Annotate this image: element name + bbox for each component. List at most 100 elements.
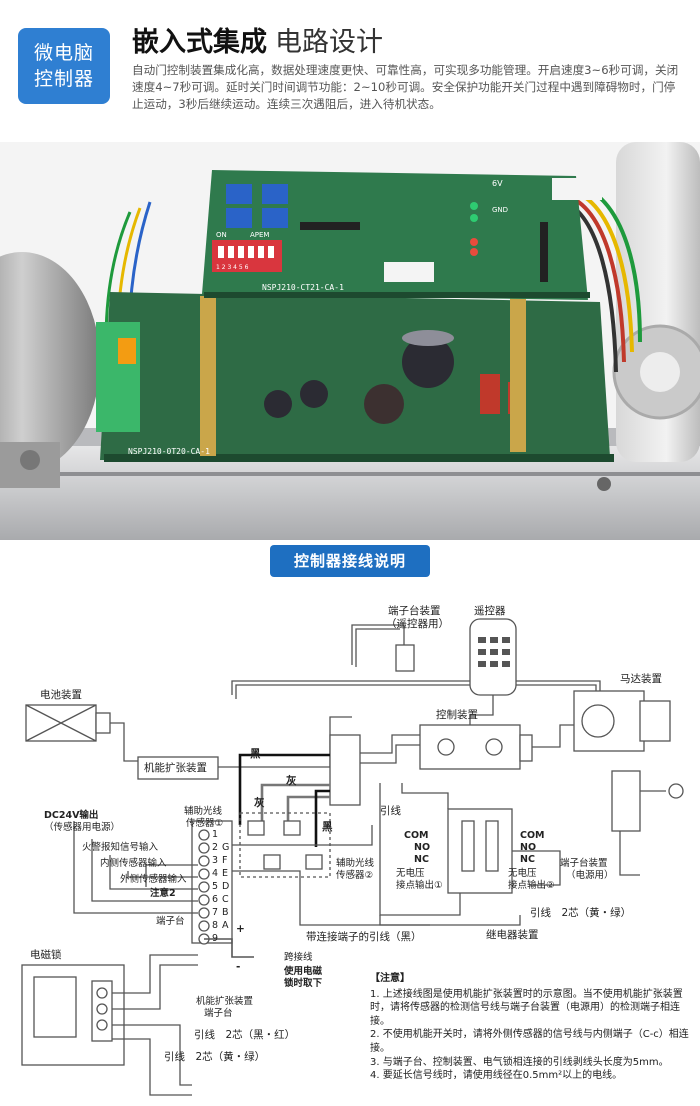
title-bold: 嵌入式集成 [132, 27, 267, 58]
screw-icon [597, 477, 611, 491]
notes-section: 【注意】 1. 上述接线图是使用机能扩张装置时的示意图。当不使用机能扩张装置时，… [370, 972, 692, 1083]
terminal-number: 7 [212, 907, 219, 918]
label-nc-2: NC [520, 854, 535, 865]
harness-connector [329, 734, 361, 806]
connector [552, 178, 602, 200]
label-battery-device: 电池装置 [40, 689, 82, 701]
label-func-expand-device: 机能扩张装置 [144, 762, 207, 774]
capacitor-icon [300, 380, 328, 408]
label-dry-out1-l2: 接点输出① [396, 880, 443, 891]
standoff [200, 296, 216, 456]
terminal-number: 5 [212, 881, 219, 892]
terminal-number: 2 [212, 842, 219, 853]
dip-numbers: 1 2 3 4 5 6 [216, 264, 249, 271]
label-emag-lock: 电磁锁 [30, 949, 62, 961]
label-terminal-block-remote-sub: （遥控器用） [386, 618, 449, 630]
label-motor-device: 马达装置 [620, 673, 662, 685]
terminal-number: 4 [212, 868, 219, 879]
label-fire-input: 火警报知信号输入 [82, 842, 159, 853]
controller-device [419, 724, 521, 770]
label-apem: APEM [250, 231, 269, 239]
label-jumper: 跨接线 [284, 952, 313, 963]
label-aux-sensor-2-l2: 传感器② [336, 870, 374, 881]
badge-line1: 微电脑 [33, 42, 94, 64]
capacitor-icon [264, 390, 292, 418]
potentiometer-icon [226, 184, 252, 204]
label-dry-out2-l2: 接点输出② [508, 880, 555, 891]
label-gray-1: 灰 [286, 775, 297, 787]
led-icon [470, 248, 478, 256]
wiring-lines [21, 618, 684, 1096]
label-lead-2core-br: 引线 2芯（黑・红） [194, 1029, 296, 1041]
terminal-number: 6 [212, 894, 219, 905]
terminal-letter: F [222, 855, 228, 866]
board-label-bottom: NSPJ210-0T20-CA-1 [128, 447, 210, 456]
controller-board-illustration: ON APEM 1 2 3 4 5 6 6V GND NSPJ210-CT21-… [0, 142, 700, 540]
label-func-expand-l2: 端子台 [204, 1008, 233, 1019]
note-item: 3. 与端子台、控制装置、电气锁相连接的引线剥线头长度为5mm。 [370, 1056, 669, 1068]
label-relay-device: 继电器装置 [486, 929, 539, 941]
capacitor-icon [364, 384, 404, 424]
label-on: ON [216, 231, 227, 239]
remote-icon [469, 618, 517, 696]
label-black-2: 黑 [322, 821, 333, 833]
controller-photo: ON APEM 1 2 3 4 5 6 6V GND NSPJ210-CT21-… [0, 142, 700, 540]
intro-text: 自动门控制装置集成化高，数据处理速度更快、可靠性高，可实现多功能管理。开启速度3… [132, 63, 679, 111]
label-com-1: COM [404, 830, 429, 841]
label-inner-sensor: 内侧传感器输入 [100, 858, 167, 869]
label-lead-wire: 引线 [380, 805, 401, 817]
label-dry-out2-l1: 无电压 [508, 868, 537, 879]
terminal-number: 1 [212, 829, 219, 840]
aux-sensor-2-connector [305, 854, 323, 870]
note-item: 4. 要延长信号线时，请使用线径在0.5mm²以上的电线。 [370, 1070, 623, 1082]
label-outer-sensor: 外侧传感器输入 [120, 874, 187, 885]
page-title: 嵌入式集成电路设计 [132, 26, 383, 60]
aux-sensor-1-connector [283, 820, 301, 836]
label-aux-sensor-2-l1: 辅助光线 [336, 858, 375, 869]
label-black-1: 黑 [250, 748, 261, 760]
section-title: 控制器接线说明 [270, 545, 430, 577]
title-light: 电路设计 [275, 27, 383, 58]
label-remote: 遥控器 [474, 605, 506, 617]
label-gnd: GND [492, 206, 508, 214]
notes-title: 【注意】 [370, 973, 410, 984]
upper-pcb [202, 170, 588, 300]
label-power-terminal-block-sub: （电源用） [566, 870, 614, 881]
label-func-expand-l1: 机能扩张装置 [196, 996, 254, 1007]
label-aux-sensor-1-l1: 辅助光线 [184, 806, 223, 817]
led-icon [470, 238, 478, 246]
led-icon [470, 214, 478, 222]
terminal-letter: G [222, 842, 230, 853]
label-lead-with-terminal: 带连接端子的引线（黑） [306, 931, 422, 943]
label-gray-2: 灰 [254, 797, 265, 809]
terminal-letter: B [222, 907, 229, 918]
badge-line2: 控制器 [33, 68, 94, 90]
wiring-diagram: 端子台装置 （遥控器用） 遥控器 马达装置 电池装置 机能扩张装置 控制装置 黑… [0, 585, 700, 1106]
label-lead-2core-yg2: 引线 2芯（黄・绿） [164, 1051, 266, 1063]
label-terminal-block-remote: 端子台装置 [388, 605, 441, 617]
label-6v: 6V [492, 179, 503, 188]
label-no-2: NO [520, 842, 537, 853]
label-power-terminal-block: 端子台装置 [560, 858, 608, 869]
terminal-letter: E [222, 868, 229, 879]
expansion-terminal-block [191, 820, 233, 944]
label-aux-sensor-1-l2: 传感器① [186, 818, 224, 829]
terminal-number: 8 [212, 920, 219, 931]
capacitor-icon [402, 336, 454, 388]
label-note-2: 注意2 [150, 888, 176, 899]
terminal-letter: D [222, 881, 230, 892]
terminal-letter: C [222, 894, 229, 905]
screw-icon [20, 450, 40, 470]
label-dc24-l1: DC24V输出 [44, 810, 99, 821]
standoff [510, 292, 526, 452]
transformer-coil [0, 252, 100, 472]
remote-terminal-block [395, 644, 415, 672]
led-icon [470, 202, 478, 210]
note-item: 2. 不使用机能开关时，请将外侧传感器的信号线与内侧端子（C-c）相连接。 [370, 1029, 689, 1054]
note-item: 1. 上述接线图是使用机能扩张装置时的示意图。当不使用机能扩张装置时，请将传感器… [370, 988, 683, 1027]
relay-device [447, 808, 513, 894]
potentiometer-icon [226, 208, 252, 228]
label-plus: + [236, 923, 245, 935]
label-dc24-l2: （传感器用电源） [44, 822, 121, 833]
potentiometer-icon [262, 184, 288, 204]
